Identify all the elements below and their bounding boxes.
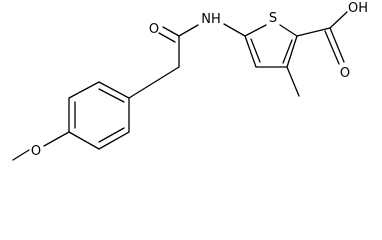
bond-carboxyl-double-1: [329, 27, 345, 63]
bond-carbonyl-double-1: [162, 26, 180, 37]
bond-s-c2: [279, 24, 298, 37]
bond-carbonyl-c-to-n: [178, 24, 199, 37]
bond-c5-s: [244, 24, 267, 37]
bond: [68, 131, 100, 150]
amide-oxygen-label: O: [149, 22, 159, 37]
bond-ring-to-ch2: [128, 66, 180, 99]
benzene-ring: [68, 81, 130, 150]
methoxy-oxygen-label: O: [31, 144, 41, 159]
double-bond-c2-c3-inner: [282, 39, 293, 64]
bond-c2-to-carboxyl-c: [296, 27, 331, 37]
thiophene-ring: [244, 24, 298, 68]
bond-methoxy-o-to-methyl: [12, 149, 30, 161]
bond: [98, 81, 130, 99]
bond-ring-to-methoxy-o: [43, 131, 70, 147]
thiophene-sulfur-label: S: [269, 11, 277, 26]
bond-carboxyl-double-2: [324, 30, 340, 65]
bond-carboxyl-c-to-oh: [329, 11, 348, 29]
carboxyl-oxygen-label: O: [340, 66, 350, 81]
chemical-structure: O O NH S OH O: [12, 1, 368, 161]
bond-carbonyl-double-2: [158, 32, 176, 43]
bond: [68, 81, 100, 99]
double-bond-c4-c5-inner: [250, 38, 261, 63]
bond-c3-to-methyl: [286, 66, 300, 97]
bond-n-to-thiophene: [223, 23, 246, 37]
bond-c4-c5: [244, 35, 257, 68]
carboxyl-hydroxyl-label: OH: [348, 1, 368, 16]
amide-nh-label: NH: [201, 12, 221, 27]
double-bond-inner: [98, 127, 125, 143]
bond-c2-c3: [286, 35, 298, 68]
bond: [98, 131, 130, 150]
double-bond-inner: [98, 88, 125, 103]
